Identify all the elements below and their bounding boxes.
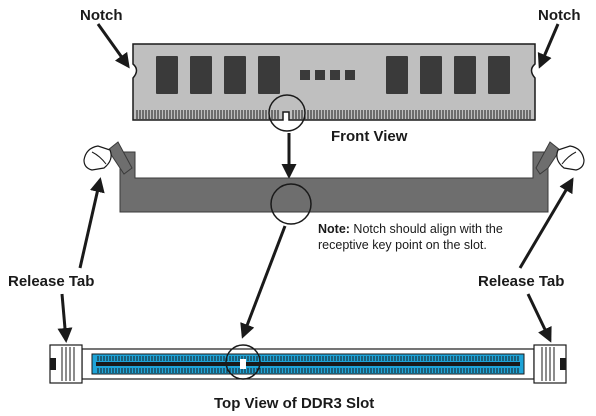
top-view-key [240, 359, 246, 369]
right-release-tab [533, 344, 567, 384]
release-tab-left-arrow-down [57, 293, 73, 343]
release-tab-right-arrow-up [518, 177, 574, 269]
release-tab-left-arrow-up [78, 177, 105, 269]
front-view-label: Front View [331, 128, 408, 145]
release-tab-right-arrow-down [526, 293, 552, 343]
memory-chips [156, 56, 510, 94]
notch-right-arrow [537, 23, 560, 69]
slot-key-highlight [270, 183, 312, 225]
note-body: Notch should align with the receptive ke… [318, 222, 503, 252]
top-view-key-highlight [225, 344, 261, 380]
release-tab-right-label: Release Tab [478, 273, 565, 290]
notch-right-label: Notch [538, 7, 581, 24]
memory-module [132, 43, 536, 132]
top-view-label: Top View of DDR3 Slot [214, 395, 375, 412]
right-latch [535, 141, 585, 175]
module-notch-highlight [268, 94, 306, 132]
slot-front-view [83, 141, 585, 225]
left-release-tab [49, 344, 83, 384]
key-point-arrow [240, 225, 287, 339]
left-latch [83, 141, 133, 175]
slot-top-view [49, 344, 567, 384]
notch-left-label: Notch [80, 7, 123, 24]
note-prefix: Note: [318, 222, 350, 236]
module-pins [136, 110, 531, 119]
note-text: Note: Notch should align with the recept… [318, 221, 518, 253]
spd-chips [300, 70, 355, 80]
notch-left-arrow [96, 23, 130, 69]
release-tab-left-label: Release Tab [8, 273, 95, 290]
